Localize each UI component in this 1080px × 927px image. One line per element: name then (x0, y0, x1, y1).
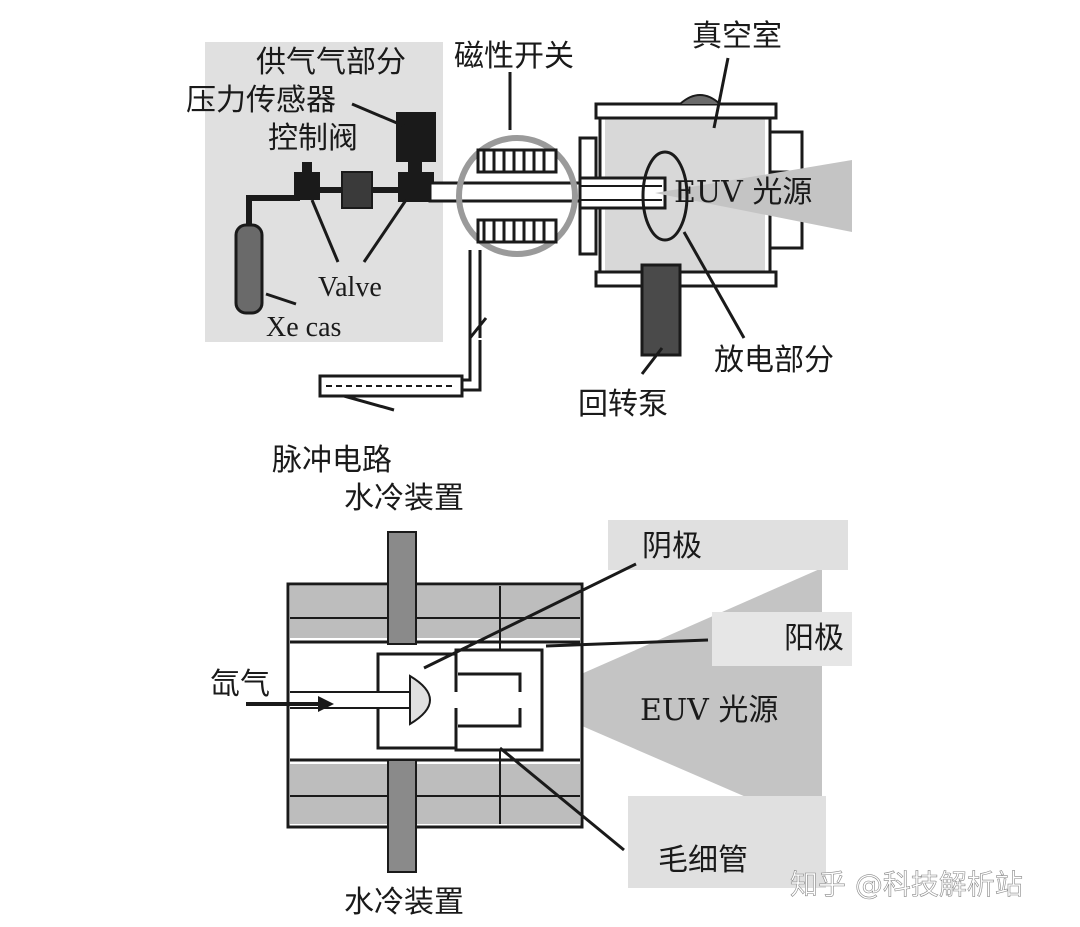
pressure-sensor-body (396, 112, 436, 162)
discharge-electrode (578, 176, 667, 210)
label-water-cooling-bottom: 水冷装置 (344, 885, 464, 920)
discharge-region (641, 150, 689, 242)
capillary-bore (290, 692, 526, 708)
label-xe-gas: Xe cas (266, 312, 341, 343)
gas-line (246, 187, 470, 225)
anode-label-box (712, 612, 852, 666)
valve-1 (294, 172, 320, 200)
label-pressure-sensor: 压力传感器 (186, 83, 336, 118)
label-rotary-pump: 回转泵 (578, 387, 668, 422)
label-water-cooling-top: 水冷装置 (344, 481, 464, 516)
label-control-valve: 控制阀 (268, 121, 358, 156)
valve-2 (398, 172, 434, 202)
label-cathode: 阴极 (642, 529, 702, 564)
water-cooling-port-top (387, 531, 417, 645)
water-cooling-port-bottom (387, 759, 417, 873)
pulse-wiring (460, 250, 488, 392)
label-magnetic-switch: 磁性开关 (454, 39, 574, 74)
watermark: 知乎 @科技解析站 (790, 868, 1023, 901)
label-euv-source-bottom: EUV 光源 (640, 693, 778, 728)
capillary-label-box (628, 796, 826, 888)
label-pulse-circuit: 脉冲电路 (272, 443, 392, 478)
xe-gas-cylinder (234, 223, 264, 315)
coil-upper (476, 148, 558, 174)
label-discharge: 放电部分 (714, 343, 834, 378)
magnetic-switch-ring (456, 135, 578, 257)
control-valve-body (341, 171, 373, 209)
euv-beam-top (655, 160, 852, 232)
label-vacuum-chamber: 真空室 (692, 19, 782, 54)
cathode-cone (409, 674, 431, 726)
label-capillary: 毛细管 (658, 843, 748, 878)
label-euv-source-top: EUV 光源 (674, 175, 812, 210)
rotary-pump (640, 263, 682, 357)
cathode-label-box (608, 520, 848, 570)
coil-lower (476, 218, 558, 244)
label-gas-supply: 供气气部分 (256, 45, 406, 80)
label-xenon: 氙气 (210, 667, 270, 702)
label-valve: Valve (318, 272, 382, 303)
label-anode: 阳极 (784, 621, 844, 656)
top-system-diagram: 供气气部分 压力传感器 控制阀 磁性开关 真空室 EUV 光源 Valve Xe… (186, 19, 852, 478)
bottom-detail-diagram: 水冷装置 阴极 阳极 氙气 EUV 光源 毛细管 水冷装置 (210, 481, 852, 920)
